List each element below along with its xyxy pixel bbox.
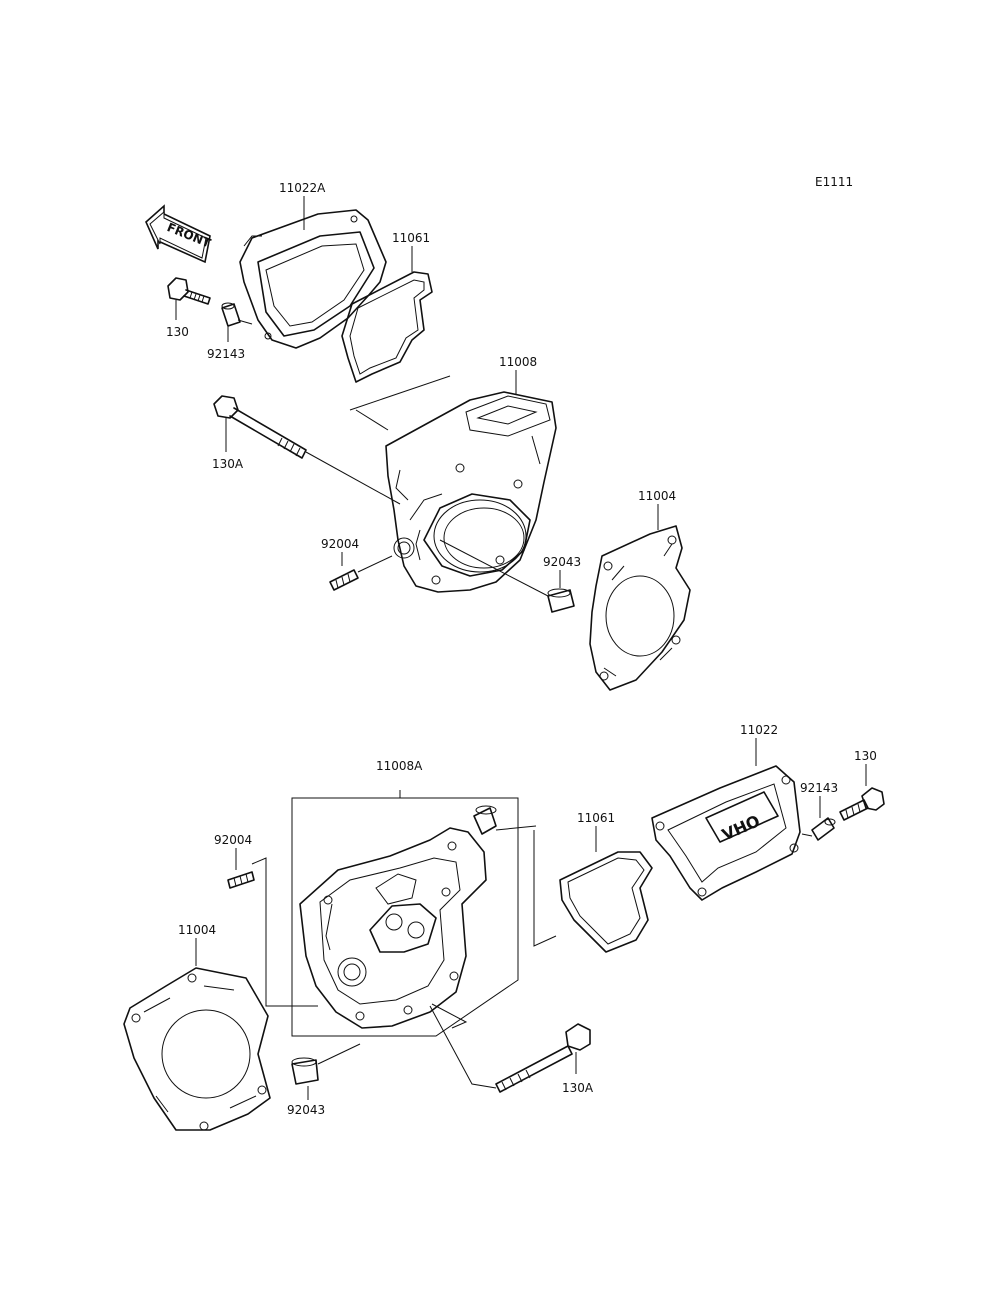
head-dowel-bottom xyxy=(291,1057,319,1085)
cover-gasket-top xyxy=(341,271,433,383)
bolt-bottom xyxy=(839,787,885,821)
cover-gasket-bottom xyxy=(559,851,653,953)
callout-92043-top: 92043 xyxy=(543,555,581,569)
callout-92004-top: 92004 xyxy=(321,537,359,551)
callout-11004-bottom: 11004 xyxy=(178,923,216,937)
callout-130A-top: 130A xyxy=(212,457,244,471)
cylinder-head-top xyxy=(385,391,557,593)
cylinder-head-bottom xyxy=(299,805,497,1029)
callout-11008A: 11008A xyxy=(376,759,423,773)
callout-130-top: 130 xyxy=(166,325,189,339)
head-gasket-top xyxy=(589,525,691,691)
callout-11061-top: 11061 xyxy=(392,231,430,245)
callout-11061-bottom: 11061 xyxy=(577,811,615,825)
callout-92143-top: 92143 xyxy=(207,347,245,361)
callout-92004-bottom: 92004 xyxy=(214,833,252,847)
callout-92043-bottom: 92043 xyxy=(287,1103,325,1117)
long-bolt-bottom xyxy=(495,1023,591,1093)
callout-labels: 11022A 11061 130 92143 11008 130A 92004 … xyxy=(166,181,877,1117)
head-gasket-bottom xyxy=(123,967,271,1131)
callout-11004-top: 11004 xyxy=(638,489,676,503)
rocker-cover-bottom: OHV xyxy=(651,765,801,901)
head-dowel-top xyxy=(547,588,575,613)
top-leader-lines xyxy=(175,196,659,597)
callout-11022A: 11022A xyxy=(279,181,326,195)
callout-11022: 11022 xyxy=(740,723,778,737)
dowel-bottom xyxy=(811,817,836,841)
callout-92143-bottom: 92143 xyxy=(800,781,838,795)
callout-130-bottom: 130 xyxy=(854,749,877,763)
long-bolt-top xyxy=(213,395,307,459)
rocker-cover-top xyxy=(239,209,387,349)
diagram-code: E1111 xyxy=(815,175,853,189)
stud-bottom xyxy=(227,871,255,889)
dowel-top xyxy=(221,302,241,327)
stud-top xyxy=(329,569,359,591)
front-arrow-icon: FRONT xyxy=(145,204,213,264)
callout-11008: 11008 xyxy=(499,355,537,369)
bottom-leader-lines xyxy=(195,738,867,1100)
head-bracket xyxy=(291,790,519,1037)
cover-logo: OHV xyxy=(719,811,763,845)
bolt-top xyxy=(167,277,211,305)
callout-130A-bottom: 130A xyxy=(562,1081,594,1095)
